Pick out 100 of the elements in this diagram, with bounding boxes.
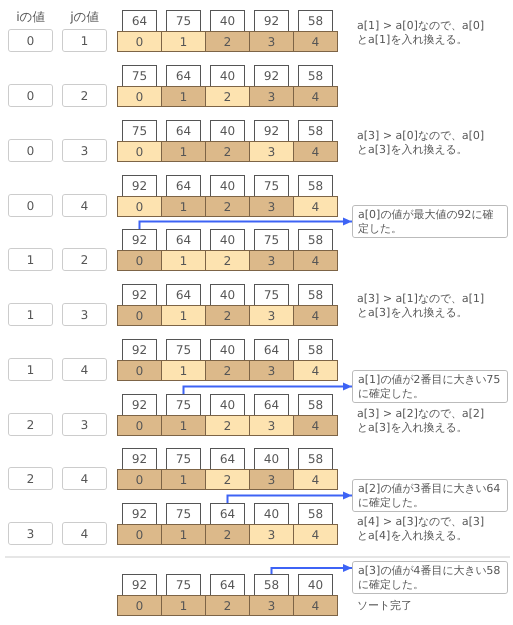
value-box: 64 — [166, 229, 201, 251]
index-cell: 2 — [205, 86, 250, 107]
index-cell: 3 — [249, 360, 294, 381]
value-box: 92 — [122, 284, 157, 306]
value-box: 75 — [254, 229, 289, 251]
value-box: 92 — [122, 448, 157, 470]
index-cell: 4 — [293, 360, 338, 381]
index-cell: 0 — [117, 524, 162, 545]
value-box: 64 — [210, 574, 245, 596]
value-box: 58 — [298, 10, 333, 32]
index-cell: 0 — [117, 305, 162, 326]
value-box: 58 — [298, 339, 333, 361]
value-box: 58 — [298, 65, 333, 87]
index-cell: 0 — [117, 196, 162, 217]
counter-box: 4 — [62, 358, 107, 381]
value-box: 40 — [254, 448, 289, 470]
value-box: 40 — [210, 65, 245, 87]
counter-box: 3 — [62, 413, 107, 436]
counter-box: 2 — [62, 248, 107, 271]
counter-box: 4 — [62, 194, 107, 217]
index-cell: 3 — [249, 250, 294, 271]
arrow — [226, 492, 352, 503]
index-cell: 4 — [293, 415, 338, 436]
index-cell: 1 — [161, 415, 206, 436]
index-cell: 2 — [205, 196, 250, 217]
value-box: 92 — [122, 574, 157, 596]
value-box: 64 — [166, 175, 201, 197]
counter-box: 1 — [8, 303, 53, 326]
value-box: 40 — [298, 574, 333, 596]
value-box: 58 — [298, 120, 333, 142]
index-cell: 2 — [205, 31, 250, 52]
arrow — [270, 564, 352, 574]
index-cell: 2 — [205, 360, 250, 381]
value-box: 40 — [254, 503, 289, 525]
note-text: a[3] > a[1]なので、a[1]とa[3]を入れ換える。 — [357, 292, 486, 320]
counter-box: 3 — [8, 522, 53, 545]
index-cell: 4 — [293, 141, 338, 162]
value-box: 75 — [254, 284, 289, 306]
value-box: 75 — [166, 574, 201, 596]
value-box: 40 — [210, 10, 245, 32]
counter-box: 1 — [8, 358, 53, 381]
value-box: 75 — [254, 175, 289, 197]
value-box: 58 — [298, 394, 333, 416]
value-box: 58 — [298, 229, 333, 251]
value-box: 64 — [166, 65, 201, 87]
index-cell: 0 — [117, 469, 162, 490]
column-heading: iの値 — [15, 10, 47, 24]
note-text: a[3] > a[0]なので、a[0]とa[3]を入れ換える。 — [357, 129, 486, 157]
index-cell: 4 — [293, 524, 338, 545]
value-box: 64 — [166, 284, 201, 306]
index-cell: 0 — [117, 415, 162, 436]
counter-box: 3 — [62, 303, 107, 326]
index-cell: 0 — [117, 250, 162, 271]
value-box: 92 — [254, 10, 289, 32]
value-box: 58 — [298, 448, 333, 470]
callout-box: a[3]の値が4番目に大きい58に確定した。 — [352, 561, 508, 594]
index-cell: 4 — [293, 595, 338, 616]
index-cell: 1 — [161, 31, 206, 52]
value-box: 40 — [210, 175, 245, 197]
callout-box: a[2]の値が3番目に大きい64に確定した。 — [352, 479, 508, 512]
value-box: 40 — [210, 394, 245, 416]
callout-box: a[1]の値が2番目に大きい75に確定した。 — [352, 370, 508, 403]
index-cell: 1 — [161, 305, 206, 326]
value-box: 75 — [122, 65, 157, 87]
index-cell: 3 — [249, 86, 294, 107]
index-cell: 4 — [293, 196, 338, 217]
index-cell: 1 — [161, 250, 206, 271]
value-box: 64 — [122, 10, 157, 32]
index-cell: 4 — [293, 250, 338, 271]
index-cell: 2 — [205, 250, 250, 271]
value-box: 75 — [166, 503, 201, 525]
index-cell: 2 — [205, 141, 250, 162]
index-cell: 3 — [249, 524, 294, 545]
arrow — [182, 382, 352, 394]
index-cell: 1 — [161, 196, 206, 217]
value-box: 92 — [122, 394, 157, 416]
index-cell: 0 — [117, 31, 162, 52]
counter-box: 4 — [62, 467, 107, 490]
index-cell: 0 — [117, 141, 162, 162]
note-text: ソート完了 — [357, 599, 413, 613]
counter-box: 3 — [62, 139, 107, 162]
index-cell: 0 — [117, 360, 162, 381]
index-cell: 1 — [161, 469, 206, 490]
index-cell: 1 — [161, 360, 206, 381]
value-box: 92 — [122, 339, 157, 361]
note-text: a[1] > a[0]なので、a[0]とa[1]を入れ換える。 — [357, 19, 486, 47]
counter-box: 0 — [8, 139, 53, 162]
value-box: 58 — [298, 284, 333, 306]
arrow — [138, 218, 352, 229]
value-box: 64 — [166, 120, 201, 142]
index-cell: 1 — [161, 524, 206, 545]
index-cell: 4 — [293, 86, 338, 107]
counter-box: 1 — [62, 29, 107, 52]
value-box: 58 — [254, 574, 289, 596]
counter-box: 1 — [8, 248, 53, 271]
counter-box: 0 — [8, 194, 53, 217]
index-cell: 2 — [205, 305, 250, 326]
counter-box: 0 — [8, 84, 53, 107]
index-cell: 3 — [249, 141, 294, 162]
callout-box: a[0]の値が最大値の92に確定した。 — [352, 205, 508, 238]
